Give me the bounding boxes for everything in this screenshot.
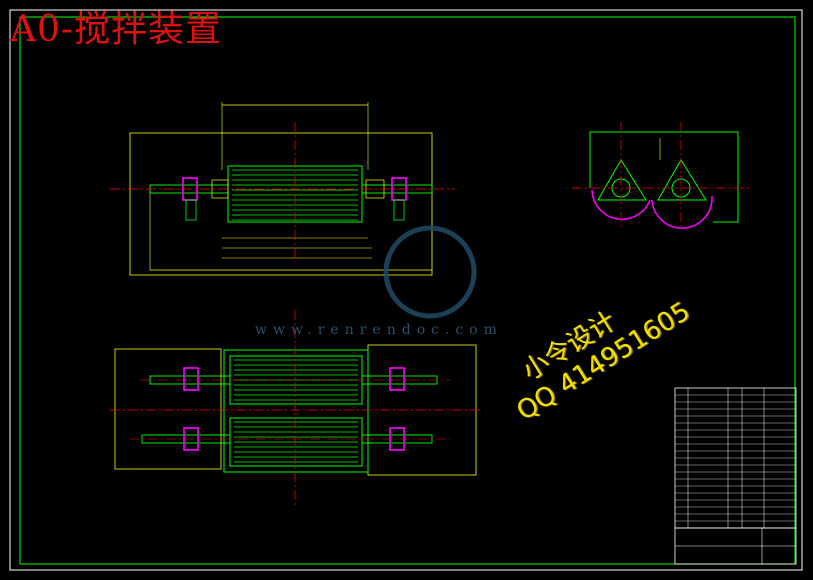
- plan-roller-bars: [234, 359, 358, 463]
- top-dim-frame-outer: [129, 132, 433, 276]
- side-trough-right: [651, 195, 713, 229]
- bom-rows: [675, 394, 796, 522]
- plan-bearing-ur: [389, 367, 405, 391]
- watermark-ring: [383, 225, 477, 319]
- outer-border: [9, 9, 803, 571]
- title-block: [674, 387, 797, 565]
- side-blade-left: [597, 159, 647, 201]
- plan-bearing-ul: [183, 367, 199, 391]
- plan-dim-frame-left: [114, 348, 222, 470]
- side-housing-outline: [590, 131, 739, 223]
- side-blade-right: [657, 159, 707, 201]
- drawing-title: A0-搅拌装置: [10, 9, 223, 50]
- watermark-url: www.renrendoc.com: [255, 322, 503, 338]
- drawing-frame: [19, 16, 796, 565]
- top-support-right: [393, 199, 405, 221]
- side-trough-left: [591, 189, 651, 220]
- plan-view: [110, 310, 480, 505]
- watermark-logo: [383, 225, 477, 319]
- plan-body: [223, 349, 369, 473]
- top-view: [110, 102, 455, 276]
- side-view: [572, 122, 752, 230]
- top-support-left: [185, 199, 197, 221]
